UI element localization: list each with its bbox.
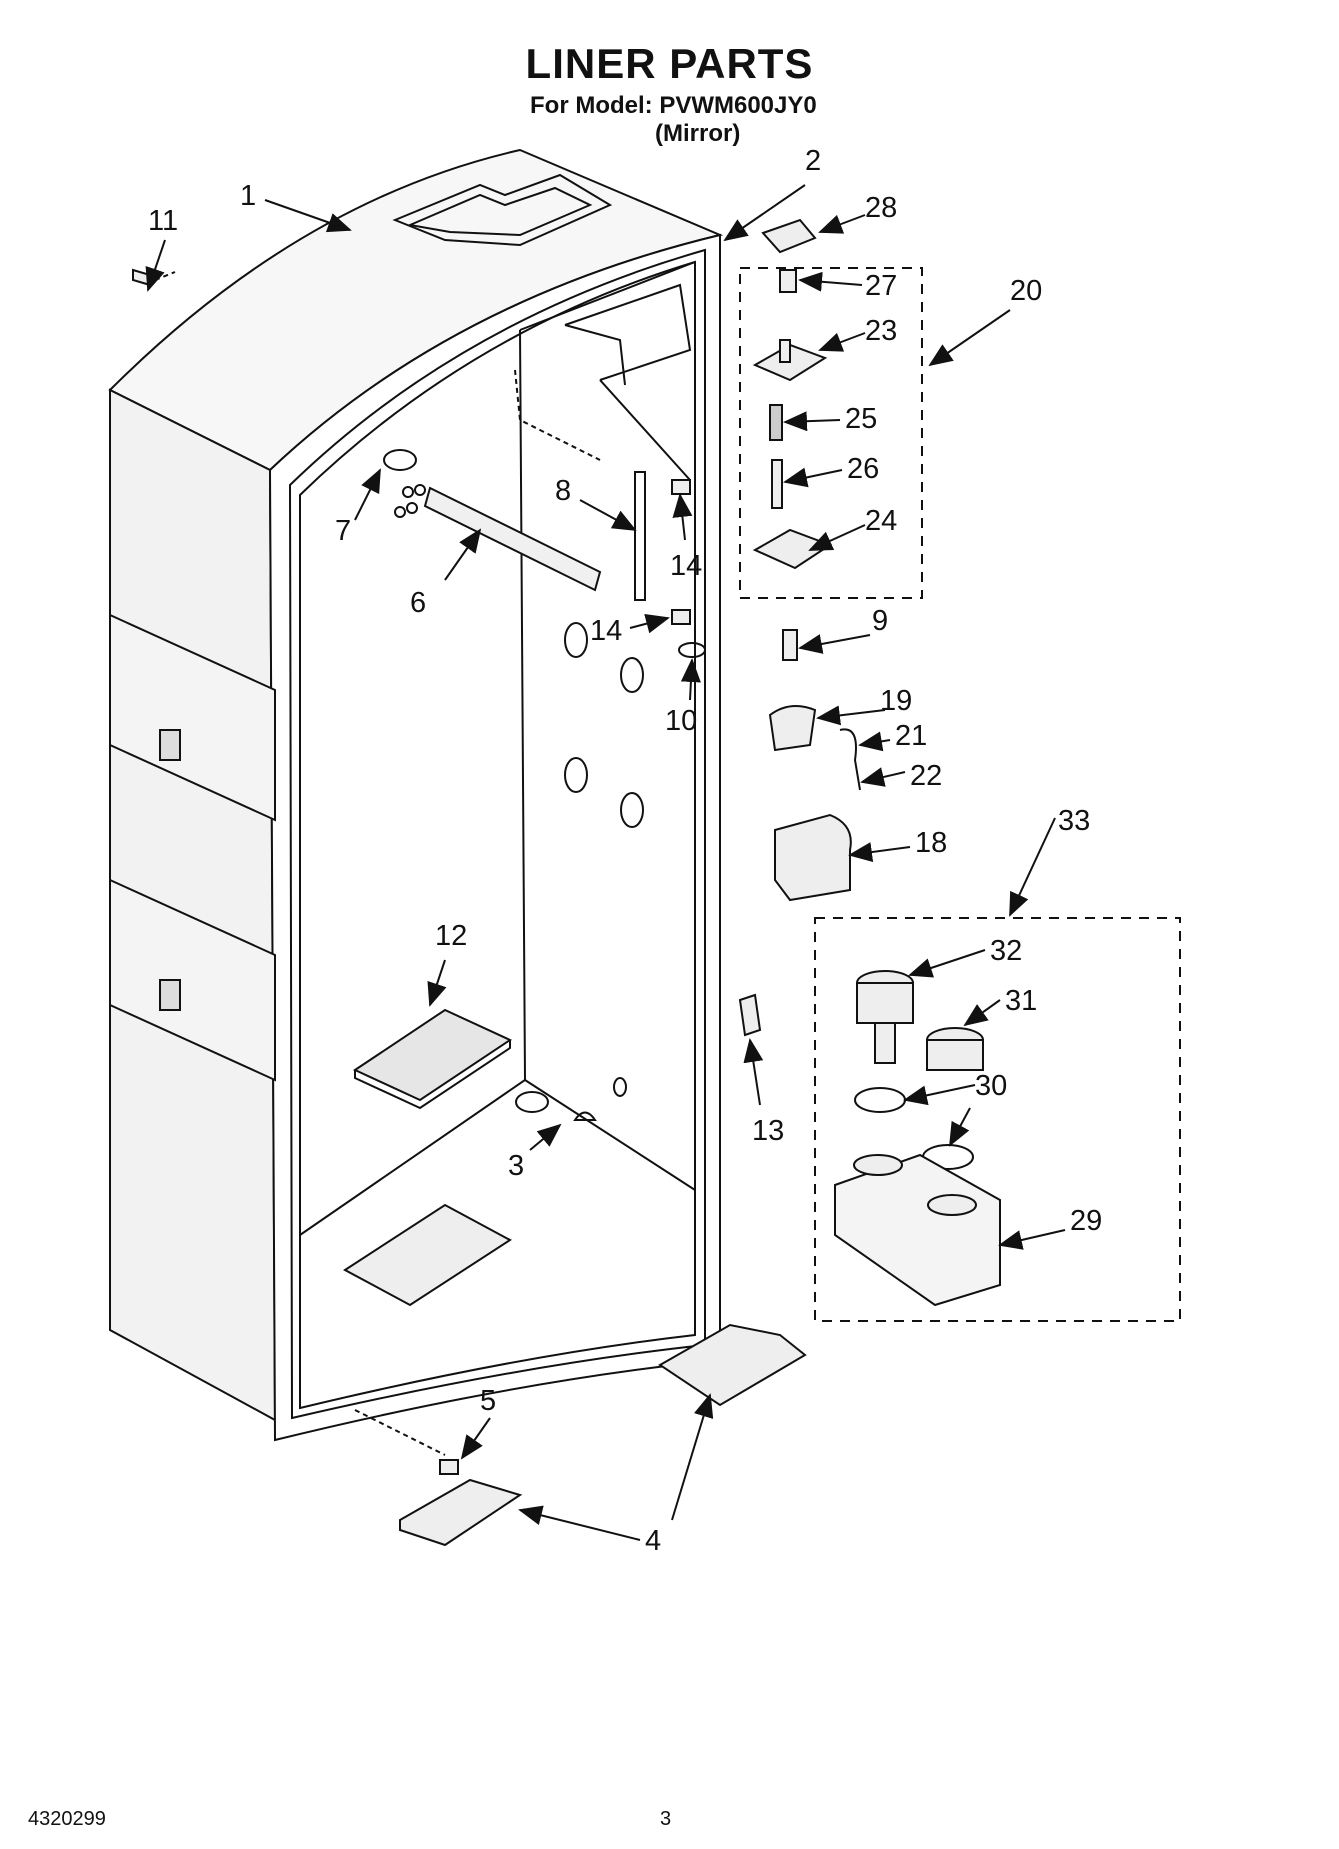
leader-lines [145,184,1066,1541]
group-33-box [814,917,1181,1322]
variant-line: (Mirror) [655,120,741,147]
callout-6: 6 [410,587,426,619]
callout-31: 31 [1005,985,1037,1017]
callout-13: 13 [752,1115,784,1147]
callout-5: 5 [480,1385,496,1417]
callout-19: 19 [880,685,912,717]
callout-21: 21 [895,720,927,752]
callout-7: 7 [335,515,351,547]
callout-4: 4 [645,1525,661,1557]
callout-1: 1 [240,180,256,212]
callout-numbers: 1 2 3 4 5 6 7 8 9 10 11 12 13 14 14 18 1… [148,145,1102,1557]
callout-3: 3 [508,1150,524,1182]
callout-32: 32 [990,935,1022,967]
page-number: 3 [660,1808,672,1830]
callout-27: 27 [865,270,897,302]
callout-23: 23 [865,315,897,347]
group-20-box [739,267,923,599]
callout-29: 29 [1070,1205,1102,1237]
callout-8: 8 [555,475,571,507]
callout-30: 30 [975,1070,1007,1102]
callout-10: 10 [665,705,697,737]
callout-20: 20 [1010,275,1042,307]
page-title: LINER PARTS [525,40,814,87]
callout-33: 33 [1058,805,1090,837]
callout-14b: 14 [590,615,622,647]
callout-9: 9 [872,605,888,637]
callout-22: 22 [910,760,942,792]
callout-26: 26 [847,453,879,485]
callout-11: 11 [148,205,178,237]
callout-24: 24 [865,505,897,537]
document-number: 4320299 [28,1808,106,1830]
callout-12: 12 [435,920,467,952]
callout-18: 18 [915,827,947,859]
callout-14a: 14 [670,550,702,582]
callout-25: 25 [845,403,877,435]
callout-28: 28 [865,192,897,224]
small-parts [132,218,1001,1547]
model-line: For Model: PVWM600JY0 [530,92,817,119]
liner-cabinet [108,148,724,1456]
callout-2: 2 [805,145,821,177]
